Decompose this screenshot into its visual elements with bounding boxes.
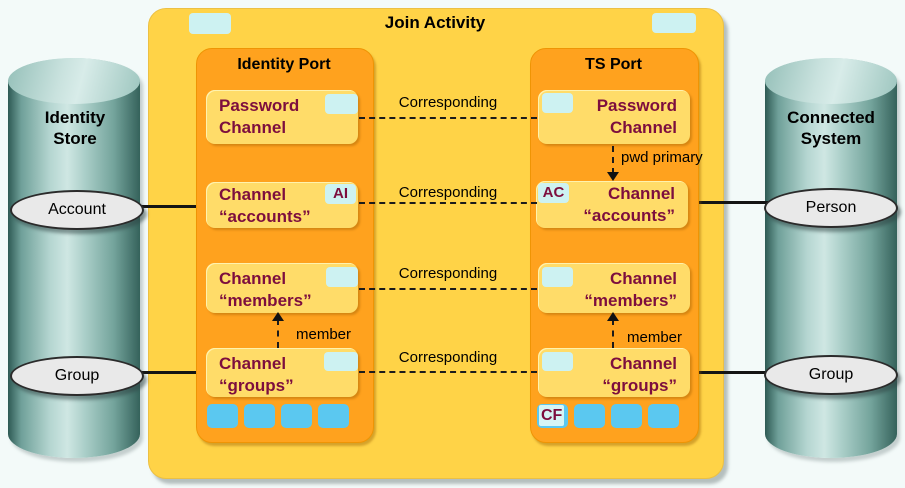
channel-members-left-line1: Channel — [219, 269, 287, 288]
blue-chip — [574, 404, 605, 428]
entity-group-left: Group — [10, 356, 144, 396]
blue-chip — [611, 404, 642, 428]
dashed-line-members — [359, 288, 537, 290]
channel-password-right-line2: Channel — [609, 118, 677, 137]
entity-group-right: Group — [764, 355, 898, 395]
member-arrow-left — [277, 319, 279, 348]
entity-account-label: Account — [48, 201, 106, 218]
member-arrowhead-left — [272, 312, 284, 321]
pwd-primary-label: pwd primary — [621, 149, 703, 166]
chip-password-left — [325, 94, 358, 114]
member-label-left: member — [296, 326, 352, 343]
channel-password-left-line1: Password — [219, 96, 300, 115]
identity-store-label: Identity Store — [10, 107, 140, 149]
outer-chip-right — [652, 13, 696, 33]
entity-person: Person — [764, 188, 898, 228]
identity-store-label-line1: Identity — [44, 108, 106, 127]
pwd-primary-arrow — [612, 146, 614, 174]
chip-members-left — [326, 267, 358, 287]
blue-chip — [207, 404, 238, 428]
chip-members-right — [542, 267, 573, 287]
channel-accounts-left-line2: “accounts” — [219, 207, 311, 226]
blue-chip — [648, 404, 679, 428]
corresponding-label-accounts: Corresponding — [398, 184, 498, 201]
join-activity-title: Join Activity — [384, 13, 486, 32]
blue-chip — [318, 404, 349, 428]
badge-ai: AI — [325, 184, 356, 204]
connected-system-label-line1: Connected — [787, 108, 875, 127]
badge-cf: CF — [539, 405, 565, 426]
chip-groups-right — [542, 352, 573, 371]
channel-groups-left-line2: “groups” — [219, 376, 294, 395]
ts-port-title: TS Port — [585, 56, 642, 73]
identity-store-label-line2: Store — [53, 129, 97, 148]
channel-groups-right-line2: “groups” — [602, 376, 677, 395]
member-arrow-right — [612, 319, 614, 348]
entity-person-label: Person — [805, 199, 857, 216]
channel-accounts-right-line1: Channel — [607, 184, 675, 203]
entity-group-right-label: Group — [808, 366, 854, 383]
channel-groups-left-line1: Channel — [219, 354, 287, 373]
corresponding-label-password: Corresponding — [398, 94, 498, 111]
pwd-primary-arrowhead — [607, 172, 619, 181]
corresponding-label-members: Corresponding — [398, 265, 498, 282]
member-arrowhead-right — [607, 312, 619, 321]
dashed-line-groups — [359, 371, 537, 373]
connected-system-label: Connected System — [766, 107, 896, 149]
channel-accounts-right-line2: “accounts” — [583, 206, 675, 225]
member-label-right: member — [627, 329, 683, 346]
channel-password-right-line1: Password — [596, 96, 677, 115]
channel-accounts-left-line1: Channel — [219, 185, 287, 204]
corresponding-label-groups: Corresponding — [398, 349, 498, 366]
identity-port-title: Identity Port — [237, 56, 331, 73]
chip-groups-left — [324, 352, 358, 371]
blue-chip — [281, 404, 312, 428]
entity-group-left-label: Group — [54, 367, 100, 384]
channel-groups-right-line1: Channel — [609, 354, 677, 373]
line-groups-to-group-right — [688, 371, 770, 374]
line-account-to-accounts — [136, 205, 208, 208]
channel-members-left-line2: “members” — [219, 291, 312, 310]
chip-password-right — [542, 93, 573, 113]
dashed-line-accounts — [359, 202, 537, 204]
identity-store-cylinder-top — [8, 58, 140, 104]
outer-chip-left — [189, 13, 231, 34]
connected-system-label-line2: System — [800, 129, 862, 148]
entity-account: Account — [10, 190, 144, 230]
badge-ac: AC — [538, 183, 569, 203]
channel-members-right-line1: Channel — [609, 269, 677, 288]
line-group-to-groups-left — [136, 371, 208, 374]
blue-chip — [244, 404, 275, 428]
channel-members-right-line2: “members” — [584, 291, 677, 310]
channel-password-left-line2: Channel — [219, 118, 287, 137]
line-accounts-to-person — [686, 201, 770, 204]
connected-system-cylinder-top — [765, 58, 897, 104]
dashed-line-password — [359, 117, 537, 119]
channel-password-left: Password Channel — [206, 90, 358, 144]
